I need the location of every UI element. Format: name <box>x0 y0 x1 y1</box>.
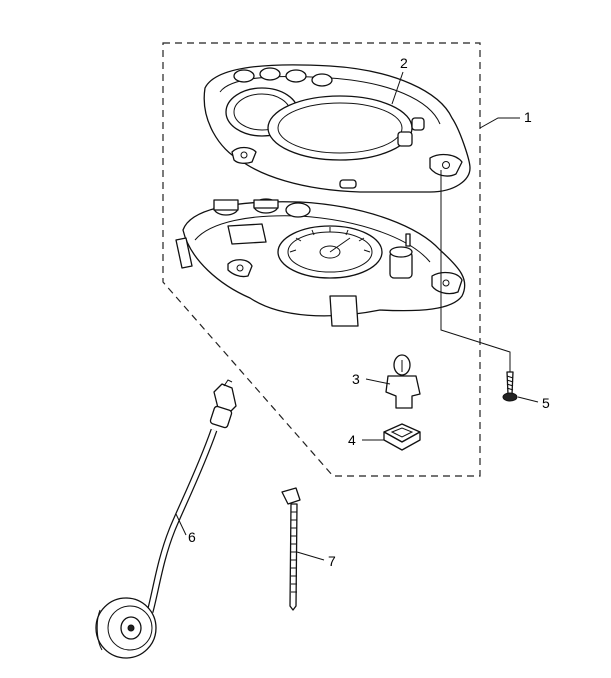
callout-4: 4 <box>348 432 356 448</box>
part-5-screw <box>502 371 518 402</box>
callout-6: 6 <box>188 529 196 545</box>
leader-lines <box>175 71 539 561</box>
callout-3: 3 <box>352 371 360 387</box>
part-6-meter-cable <box>95 379 237 659</box>
part-4-grommet <box>383 423 421 451</box>
part-3-bulb-socket <box>385 354 421 409</box>
callout-7: 7 <box>328 553 336 569</box>
callout-5: 5 <box>542 395 550 411</box>
meter-case-lower <box>175 198 466 327</box>
part-7-cable-tie <box>281 487 301 611</box>
callout-2: 2 <box>400 55 408 71</box>
callout-1: 1 <box>524 109 532 125</box>
assembly-boundary <box>162 42 481 477</box>
part-2-meter-cover <box>203 64 471 193</box>
screw-alignment-line <box>440 170 511 372</box>
